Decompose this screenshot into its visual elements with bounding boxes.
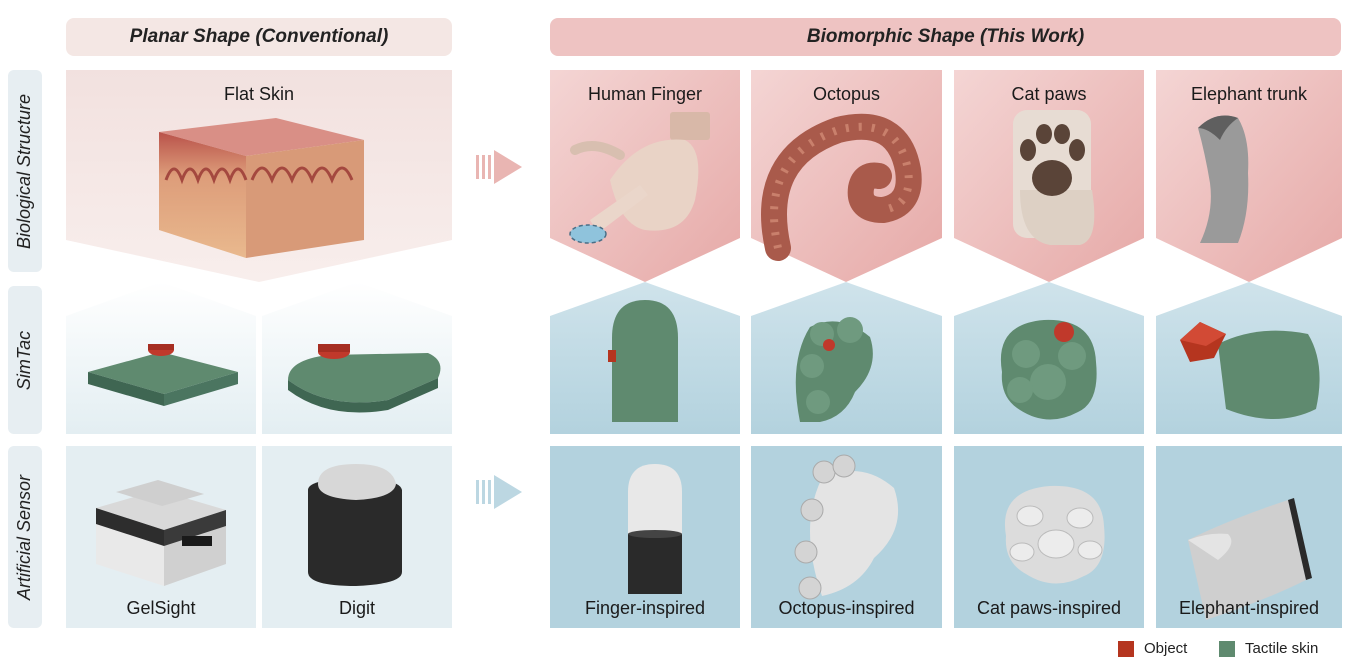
sensor-label-cat-paws: Cat paws-inspired — [976, 598, 1122, 618]
legend-object-swatch — [1118, 640, 1134, 657]
finger-sensor-icon — [628, 464, 682, 594]
simtac-planar-panels — [66, 282, 452, 434]
row-label-artificial: Artificial Sensor — [8, 446, 42, 628]
elephant-trunk-icon — [1198, 115, 1249, 243]
sensor-label-octopus: Octopus-inspired — [778, 598, 915, 618]
panel-elephant-trunk — [1156, 70, 1342, 282]
header-this-work: Biomorphic Shape (This Work) — [550, 18, 1341, 56]
simtac-biomorphic-panels — [550, 282, 1342, 434]
row-label-artificial-text: Artificial Sensor — [14, 474, 35, 600]
header-conventional-text: Planar Shape (Conventional) — [129, 26, 389, 47]
bio-title-elephant-trunk: Elephant trunk — [1190, 84, 1308, 104]
bio-title-cat-paws: Cat paws — [1011, 84, 1087, 104]
sensor-illustrations — [96, 454, 1312, 620]
sensor-label-finger: Finger-inspired — [584, 598, 706, 618]
sensor-label-digit: Digit — [338, 598, 375, 618]
sensor-label-elephant: Elephant-inspired — [1178, 598, 1320, 618]
bio-title-octopus: Octopus — [812, 84, 881, 104]
bio-title-human-finger: Human Finger — [587, 84, 703, 104]
row-label-biological: Biological Structure — [8, 70, 42, 272]
legend-tactile-skin-label: Tactile skin — [1245, 640, 1319, 657]
octopus-sensor-icon — [794, 454, 899, 600]
row-label-simtac-text: SimTac — [14, 330, 35, 390]
arrow-right-icon — [476, 150, 522, 184]
sensor-label-gelsight: GelSight — [126, 598, 196, 618]
cat-paw-icon — [1013, 110, 1095, 245]
elephant-sensor-icon — [1188, 498, 1312, 620]
header-this-work-text: Biomorphic Shape (This Work) — [806, 26, 1085, 47]
legend-object-label: Object — [1144, 640, 1188, 657]
digit-icon — [308, 464, 402, 586]
legend-tactile-skin: Tactile skin — [1219, 640, 1318, 657]
row-label-biological-text: Biological Structure — [14, 93, 35, 249]
arrow-right-icon — [476, 475, 522, 509]
biological-biomorphic-panels — [550, 70, 1342, 282]
legend-tactile-skin-swatch — [1219, 640, 1235, 657]
flat-skin-title: Flat Skin — [223, 84, 295, 104]
flat-skin-panel — [66, 70, 452, 282]
row-label-simtac: SimTac — [8, 286, 42, 434]
cat-paw-sensor-icon — [1004, 485, 1105, 584]
hand-icon — [569, 112, 710, 244]
legend-object: Object — [1118, 640, 1187, 657]
header-conventional: Planar Shape (Conventional) — [66, 18, 452, 56]
gelsight-icon — [96, 480, 226, 586]
octopus-tentacle-icon — [761, 113, 922, 261]
